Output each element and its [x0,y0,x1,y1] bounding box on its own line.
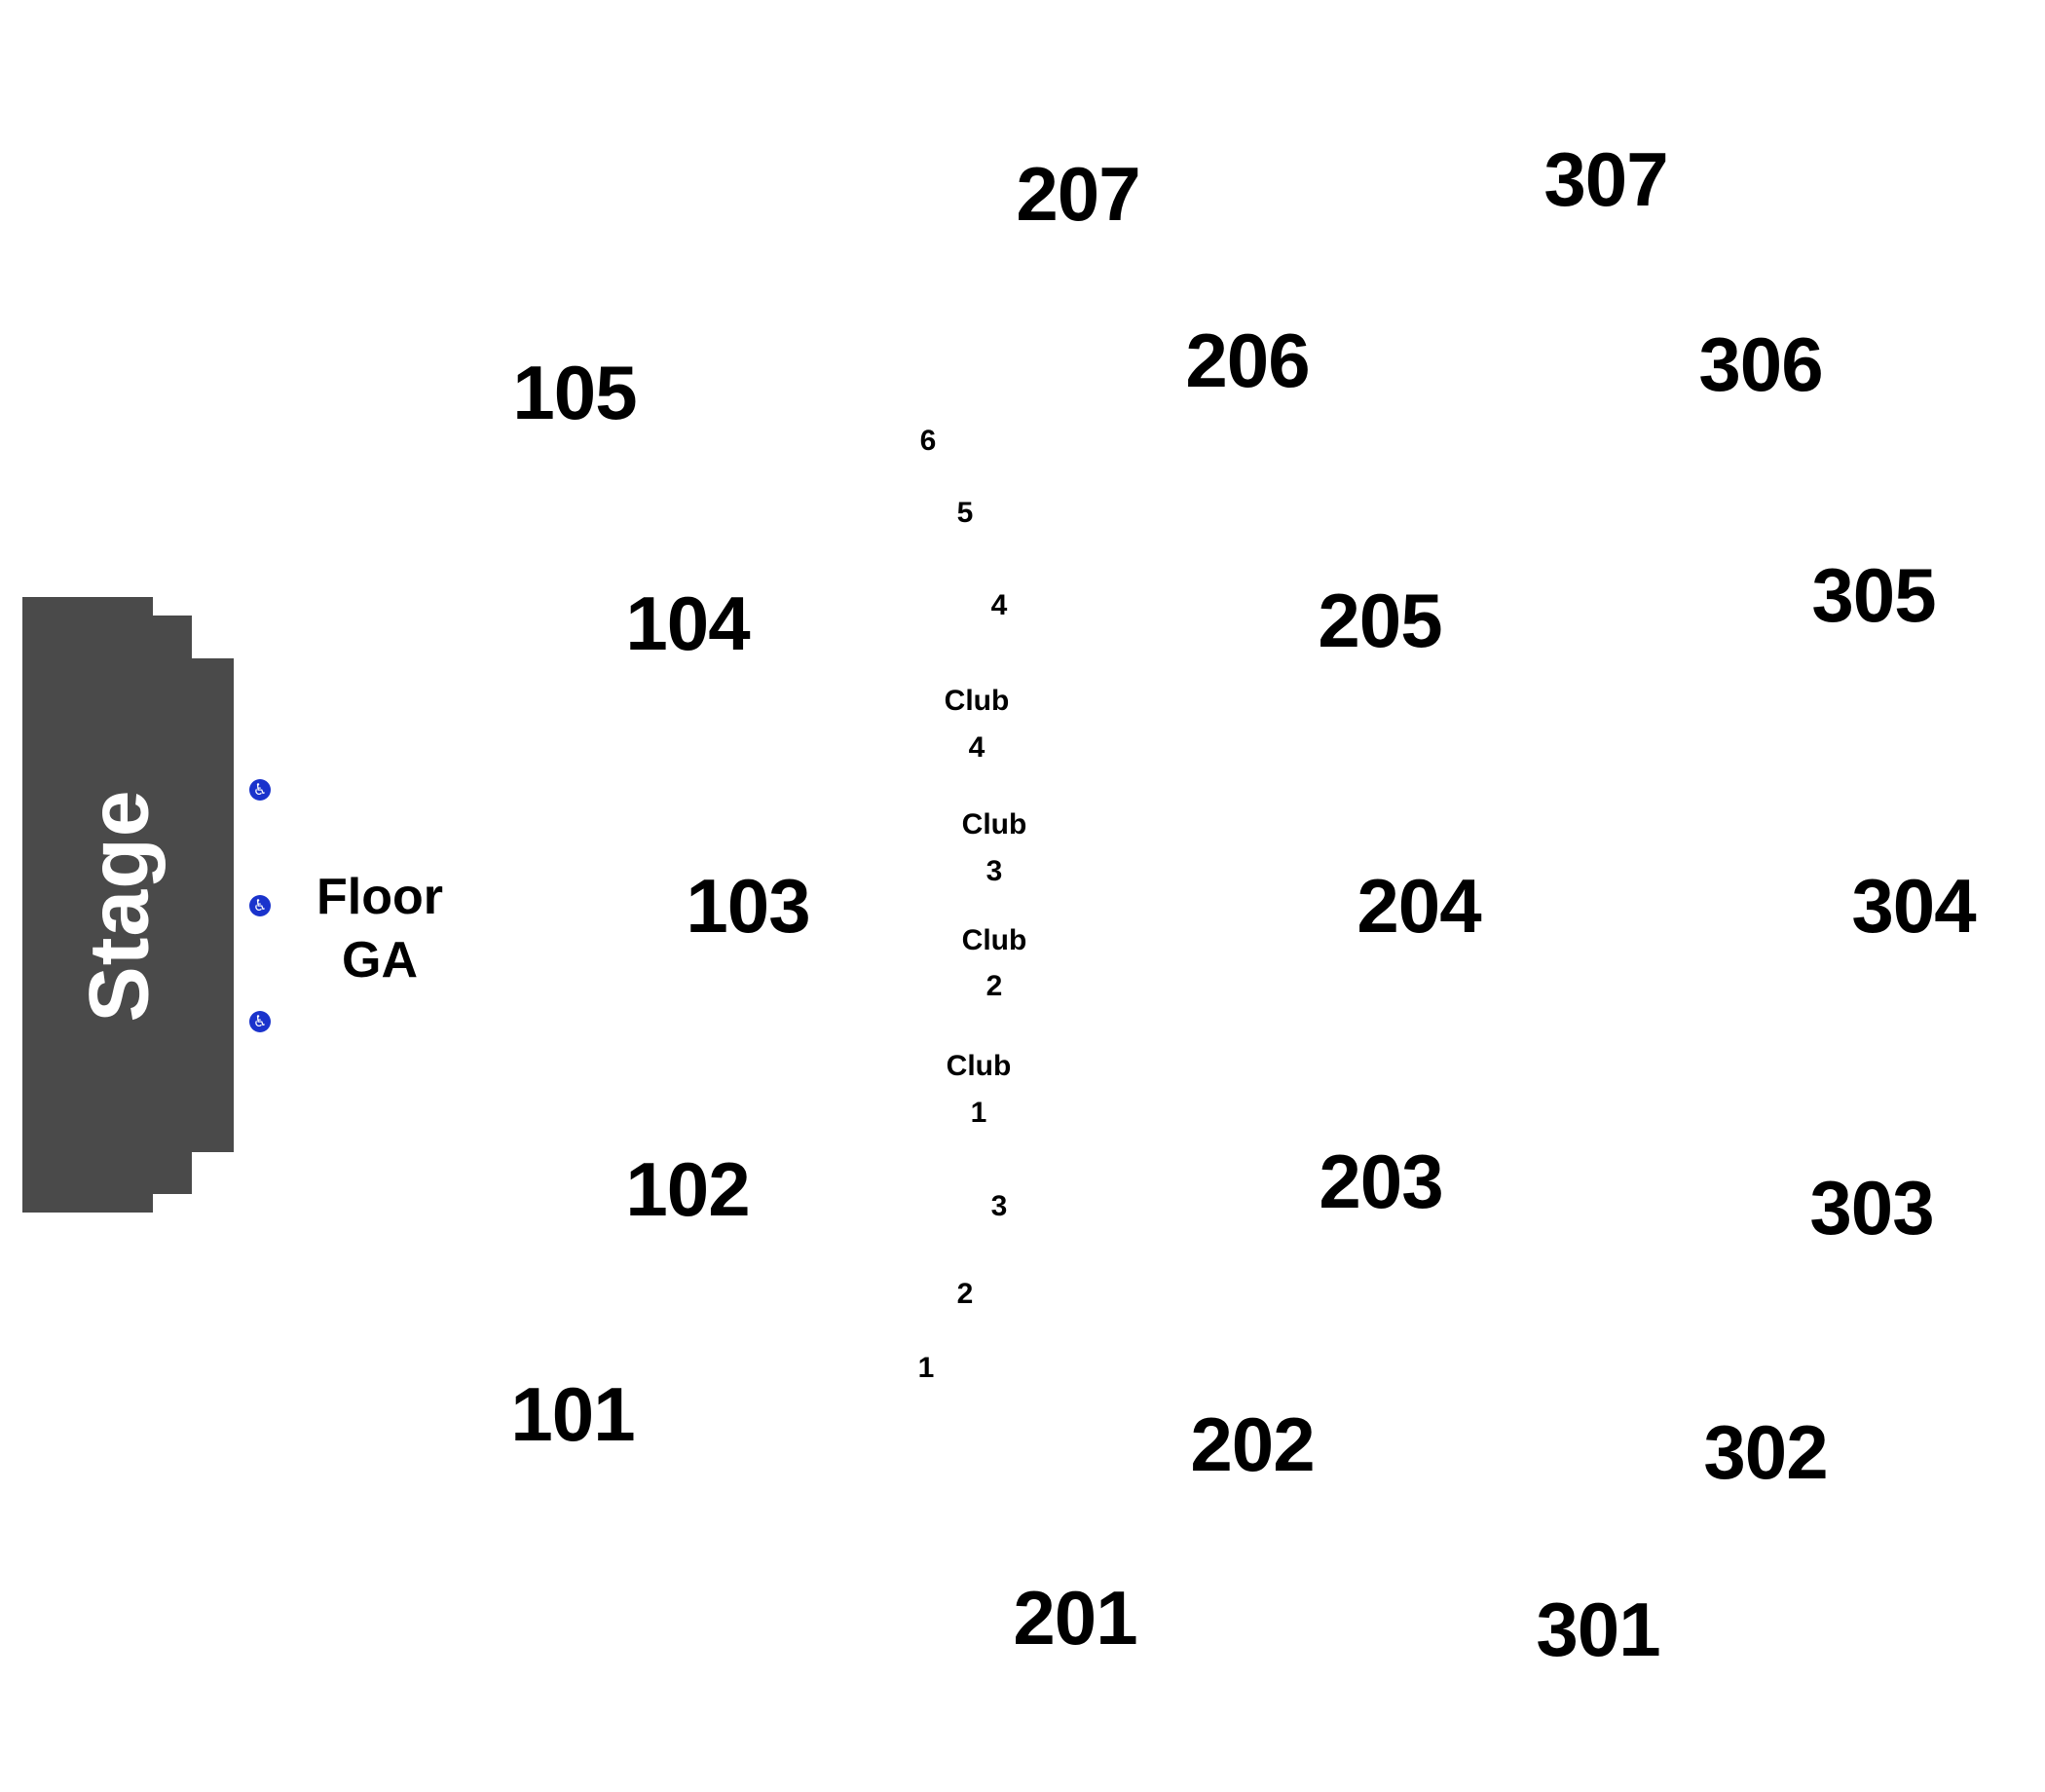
stage-label: Stage [72,789,167,1023]
section-207[interactable]: 207 [1016,151,1140,237]
section-floor-ga[interactable]: Floor GA [316,866,443,992]
section-105[interactable]: 105 [512,350,637,435]
section-305[interactable]: 305 [1811,552,1936,638]
section-204[interactable]: 204 [1357,863,1481,949]
box-3[interactable]: 3 [990,1190,1008,1222]
section-302[interactable]: 302 [1703,1409,1828,1495]
section-102[interactable]: 102 [625,1146,750,1232]
wheelchair-accessible-icon[interactable]: ♿ [249,895,271,916]
section-307[interactable]: 307 [1543,136,1668,222]
club-1-label[interactable]: Club [946,1050,1012,1082]
section-104[interactable]: 104 [625,580,750,666]
club-3-label[interactable]: Club [961,808,1027,840]
section-306[interactable]: 306 [1698,321,1823,407]
club-1-number[interactable]: 1 [970,1097,987,1129]
box-4[interactable]: 4 [990,589,1008,621]
section-206[interactable]: 206 [1185,317,1310,403]
box-1[interactable]: 1 [917,1352,935,1384]
stage-shape[interactable] [22,597,234,1213]
section-303[interactable]: 303 [1809,1165,1934,1251]
section-202[interactable]: 202 [1190,1401,1315,1487]
box-6[interactable]: 6 [919,425,937,457]
club-2-label[interactable]: Club [961,924,1027,956]
club-4-number[interactable]: 4 [968,731,985,764]
section-103[interactable]: 103 [686,863,810,949]
club-2-number[interactable]: 2 [985,970,1003,1002]
section-304[interactable]: 304 [1851,863,1976,949]
floor-label-line1: Floor [316,869,443,925]
club-3-number[interactable]: 3 [985,855,1003,887]
floor-label-line2: GA [341,932,418,989]
section-201[interactable]: 201 [1013,1575,1137,1661]
section-101[interactable]: 101 [510,1371,635,1457]
section-205[interactable]: 205 [1318,578,1442,663]
club-4-label[interactable]: Club [944,685,1010,717]
wheelchair-accessible-icon[interactable]: ♿ [249,1011,271,1032]
box-5[interactable]: 5 [956,497,974,529]
section-301[interactable]: 301 [1536,1587,1660,1672]
wheelchair-accessible-icon[interactable]: ♿ [249,779,271,801]
box-2[interactable]: 2 [956,1278,974,1310]
section-203[interactable]: 203 [1319,1139,1443,1224]
